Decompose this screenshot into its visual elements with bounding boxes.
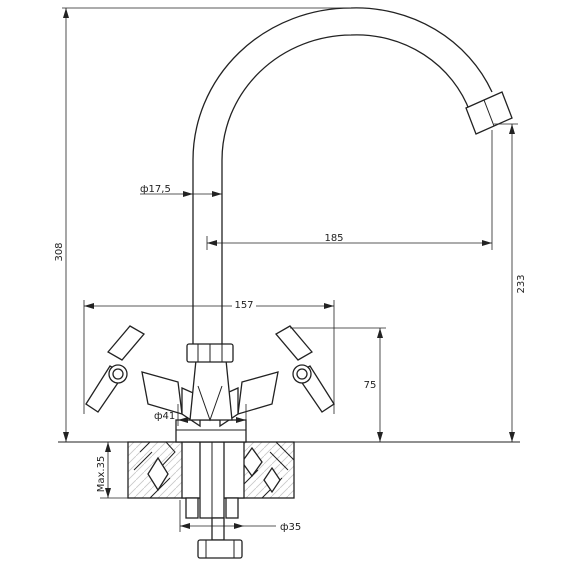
dim-body-diameter: ф41 [154, 404, 247, 426]
handle-height-label: 75 [364, 380, 377, 391]
faucet-body [189, 359, 233, 422]
dim-handle-span: 157 [83, 298, 335, 414]
dim-total-height: 308 [54, 7, 351, 442]
spout-collar [186, 343, 234, 363]
body-diameter-label: ф41 [154, 411, 175, 422]
dim-spout-height: 233 [494, 123, 527, 442]
mounting-shank [181, 441, 245, 559]
max-counter-label: Max.35 [96, 456, 107, 493]
dim-tube-diameter: ф17,5 [140, 184, 222, 197]
dim-max-counter: Max.35 [96, 442, 128, 499]
left-handle[interactable] [85, 325, 201, 428]
shank-diameter-label: ф35 [280, 522, 301, 533]
spout-tube [192, 7, 493, 344]
aerator [465, 91, 513, 135]
faucet-base [175, 419, 247, 443]
tube-diameter-label: ф17,5 [140, 184, 171, 195]
dim-handle-height: 75 [290, 327, 386, 442]
handle-span-label: 157 [234, 300, 253, 311]
total-height-label: 308 [54, 242, 65, 261]
spout-height-label: 233 [516, 274, 527, 293]
right-handle[interactable] [219, 325, 335, 428]
reach-label: 185 [324, 233, 343, 244]
dim-shank-diameter: ф35 [179, 500, 301, 533]
dim-reach: 185 [206, 130, 493, 250]
